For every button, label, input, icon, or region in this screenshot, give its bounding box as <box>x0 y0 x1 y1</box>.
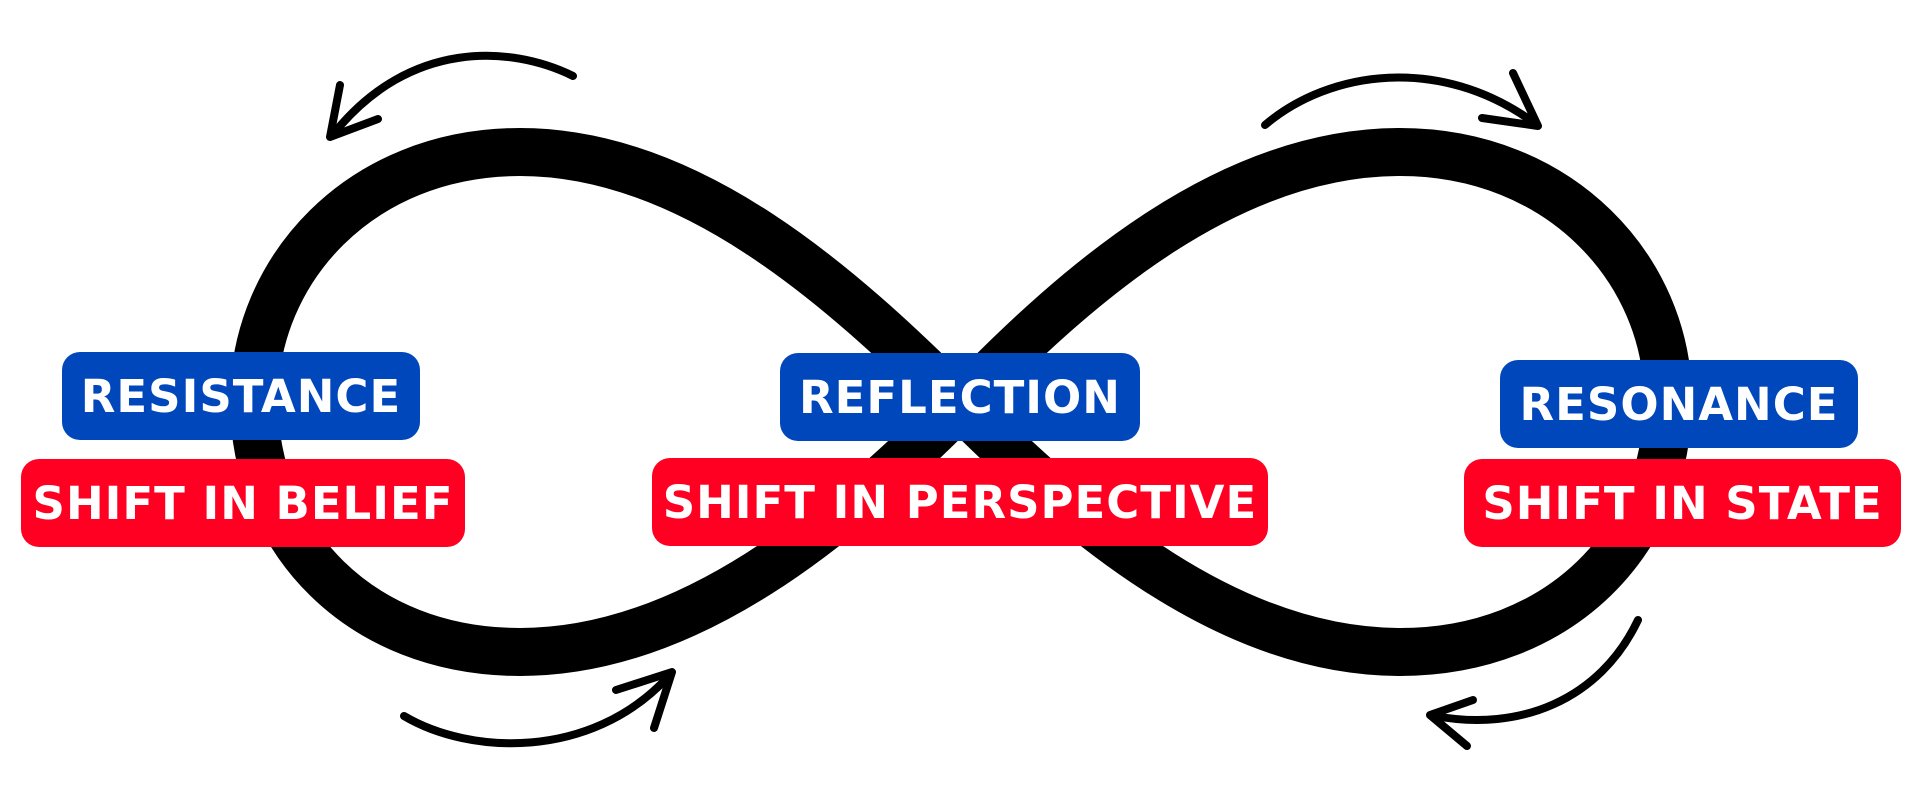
arrow-top-right-icon <box>1261 69 1542 130</box>
arrow-bottom-right-icon <box>1426 616 1642 750</box>
stage-label-resistance: RESISTANCE <box>62 352 420 440</box>
stage-label-reflection: REFLECTION <box>780 353 1140 441</box>
shift-label-belief: SHIFT IN BELIEF <box>21 459 465 547</box>
shift-label-perspective: SHIFT IN PERSPECTIVE <box>652 458 1268 546</box>
shift-label-state: SHIFT IN STATE <box>1464 459 1901 547</box>
stage-label-resonance: RESONANCE <box>1500 360 1858 448</box>
arrow-top-left-icon <box>326 51 577 141</box>
arrow-bottom-left-icon <box>400 668 676 748</box>
